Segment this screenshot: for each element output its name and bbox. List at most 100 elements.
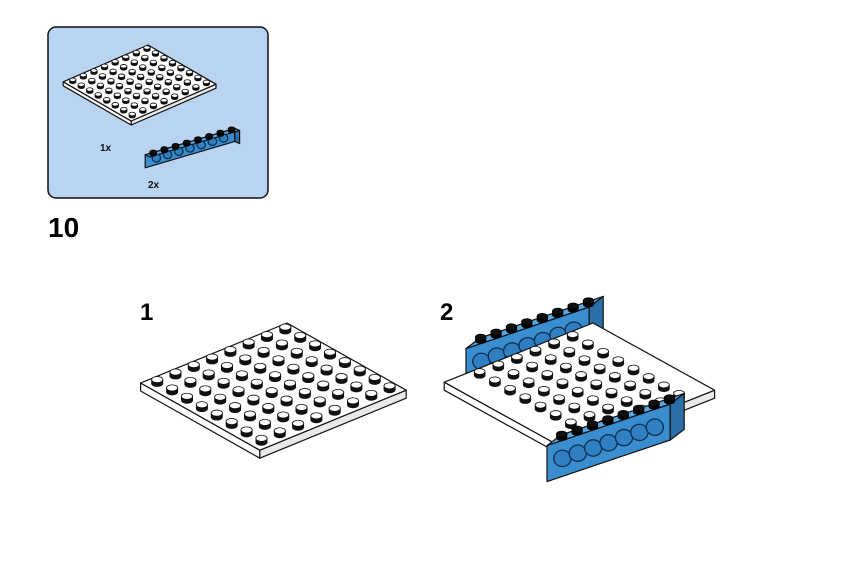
stud-top — [187, 361, 200, 369]
stud-top — [473, 368, 486, 375]
stud-top — [593, 363, 606, 371]
stud-top — [277, 411, 290, 419]
stud-top — [519, 393, 532, 401]
stud-top — [490, 328, 502, 336]
substep-2-number: 2 — [440, 299, 453, 326]
stud-top — [328, 404, 341, 412]
stud-top — [617, 410, 629, 417]
stud-top — [151, 93, 160, 98]
stud-top — [166, 384, 179, 392]
stud-top — [279, 323, 292, 331]
stud-top — [605, 387, 618, 395]
stud-top — [250, 378, 263, 386]
stud-top — [149, 149, 158, 155]
stud-top — [332, 388, 345, 396]
stud-top — [275, 339, 288, 347]
stud-top — [350, 381, 363, 389]
stud-top — [338, 357, 351, 365]
stud-top — [130, 102, 138, 107]
stud-top — [642, 373, 655, 380]
stud-top — [175, 74, 183, 79]
stud-top — [235, 370, 248, 378]
stud-top — [602, 403, 614, 411]
stud-top — [544, 354, 557, 362]
stud-top — [149, 59, 157, 65]
stud-top — [505, 323, 518, 330]
stud-top — [192, 84, 200, 89]
stud-top — [194, 74, 202, 80]
stud-top — [648, 399, 660, 407]
stud-top — [205, 133, 214, 138]
stud-top — [113, 92, 121, 97]
stud-top — [151, 376, 164, 384]
stud-top — [166, 69, 174, 74]
stud-top — [214, 393, 227, 401]
stud-top — [202, 79, 211, 84]
stud-top — [227, 126, 236, 132]
step-number: 10 — [48, 212, 79, 243]
technic-hole — [583, 439, 603, 457]
stud-top — [552, 307, 564, 315]
stud-top — [141, 54, 149, 60]
stud-top — [216, 129, 225, 135]
stud-top — [538, 385, 550, 393]
stud-top — [130, 59, 138, 64]
stud-top — [317, 380, 330, 388]
stud-top — [180, 392, 193, 400]
stud-top — [567, 302, 579, 310]
stud-top — [597, 347, 609, 355]
stud-top — [145, 78, 153, 84]
stud-top — [132, 49, 140, 55]
stud-top — [128, 68, 136, 74]
stud-top — [171, 143, 180, 148]
stud-top — [124, 87, 132, 93]
stud-top — [240, 426, 253, 434]
substep-1-illustration — [140, 322, 407, 459]
stud-top — [88, 77, 96, 83]
stud-top — [335, 373, 348, 381]
stud-top — [199, 385, 212, 393]
stud-top — [143, 45, 151, 50]
stud-top — [111, 102, 119, 107]
stud-top — [147, 69, 155, 74]
technic-hole — [645, 418, 665, 437]
stud-top — [368, 373, 381, 381]
stud-top — [560, 362, 572, 370]
stud-top — [568, 402, 581, 410]
stud-top — [117, 73, 126, 78]
stud-top — [132, 92, 141, 98]
stud-top — [313, 396, 326, 404]
stud-top — [185, 69, 194, 75]
stud-top — [624, 380, 636, 388]
stud-top — [310, 412, 323, 420]
stud-top — [69, 77, 77, 82]
stud-top — [206, 353, 219, 361]
stud-top — [566, 331, 579, 338]
stud-top — [137, 73, 145, 79]
stud-top — [139, 64, 147, 69]
stud-top — [575, 371, 587, 378]
stud-top — [120, 64, 128, 69]
stud-top — [280, 395, 293, 403]
stud-top — [181, 88, 189, 94]
stud-top — [160, 55, 168, 60]
substep-1-number: 1 — [140, 299, 153, 326]
stud-top — [177, 64, 185, 70]
stud-top — [126, 78, 134, 83]
stud-top — [260, 331, 273, 339]
stud-top — [143, 88, 151, 93]
stud-top — [134, 83, 143, 88]
stud-top — [120, 106, 128, 112]
parts-plate-icon — [62, 44, 217, 126]
stud-top — [151, 50, 160, 55]
plate-top — [140, 322, 407, 451]
stud-top — [612, 356, 625, 364]
stud-top — [578, 355, 591, 363]
stud-top — [294, 331, 307, 339]
stud-top — [242, 338, 255, 346]
stud-top — [526, 361, 538, 369]
stud-top — [507, 369, 520, 376]
stud-top — [115, 83, 124, 88]
stud-top — [590, 379, 603, 387]
stud-top — [504, 384, 516, 392]
